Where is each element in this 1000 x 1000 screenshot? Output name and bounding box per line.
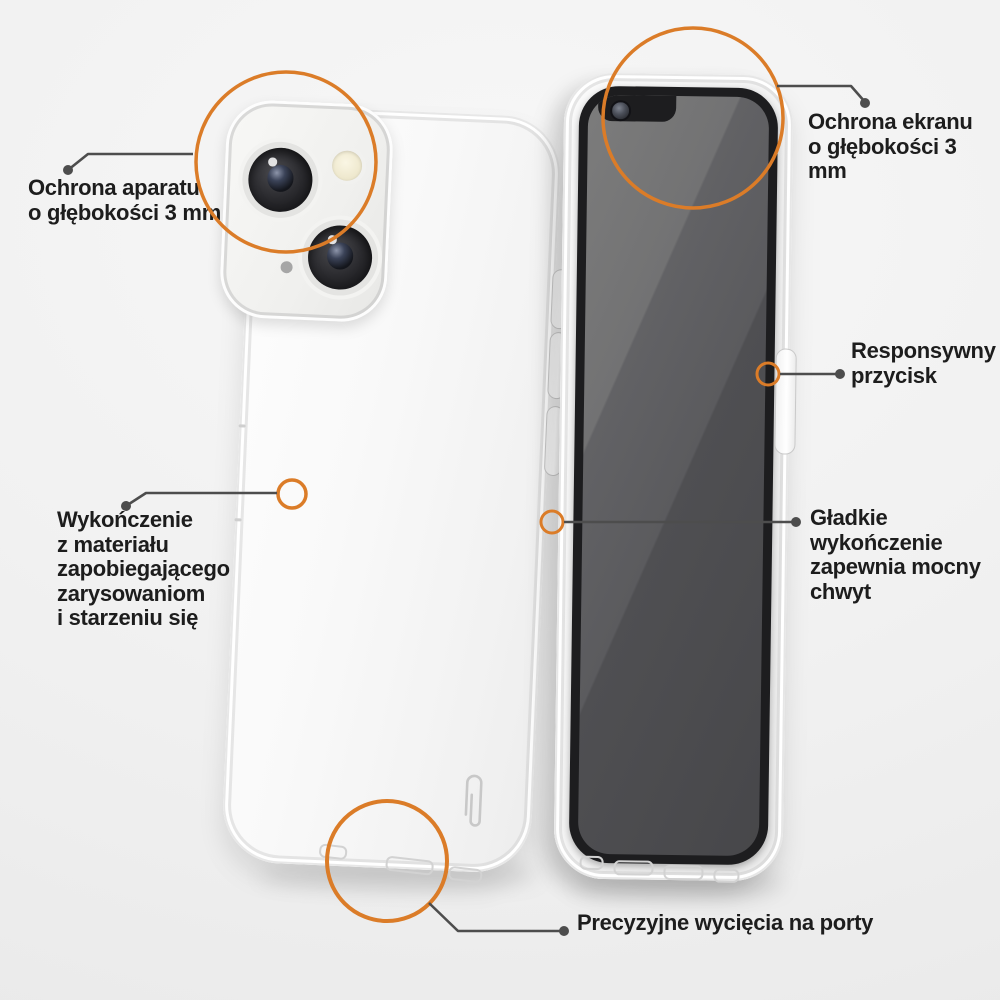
camera-protection-label: Ochrona aparatu o głębokości 3 mm xyxy=(28,175,221,225)
camera-module xyxy=(218,98,395,324)
camera-lens-top-icon xyxy=(247,146,314,214)
power-button xyxy=(774,348,797,455)
screen-protection-label: Ochrona ekranu o głębokości 3 mm xyxy=(808,109,973,183)
port-cutout xyxy=(713,868,740,883)
port-cutout xyxy=(318,843,348,861)
notch xyxy=(597,94,677,122)
port-cutout xyxy=(663,864,704,881)
port-cutout xyxy=(579,855,604,871)
scratch-finish-label: Wykończenie z materiału zapobiegającego … xyxy=(57,507,230,630)
camera-protection-dot xyxy=(63,165,73,175)
case-back-view xyxy=(218,98,571,884)
phone-screen xyxy=(577,94,770,857)
camera-mic-icon xyxy=(280,260,293,274)
antenna-line xyxy=(238,424,246,428)
front-camera-icon xyxy=(609,100,632,122)
smooth-finish-dot xyxy=(791,517,801,527)
smooth-finish-label: Gładkie wykończenie zapewnia mocny chwyt xyxy=(810,505,981,604)
port-cutouts-leader xyxy=(428,902,562,933)
port-cutouts-label: Precyzyjne wycięcia na porty xyxy=(577,910,874,935)
camera-flash-icon xyxy=(331,150,363,182)
phone-front-view xyxy=(553,72,797,883)
camera-protection-leader xyxy=(67,152,193,172)
port-cutout xyxy=(613,860,654,876)
screen-frame xyxy=(568,85,779,866)
port-cutouts-dot xyxy=(559,926,569,936)
responsive-button-dot xyxy=(835,369,845,379)
screen-protection-leader xyxy=(777,84,866,103)
antenna-line xyxy=(234,518,242,522)
camera-lens-bottom-icon xyxy=(306,224,374,291)
screen-protection-dot xyxy=(860,98,870,108)
responsive-button-label: Responsywny przycisk xyxy=(851,338,996,388)
brand-logo-icon xyxy=(464,774,483,827)
